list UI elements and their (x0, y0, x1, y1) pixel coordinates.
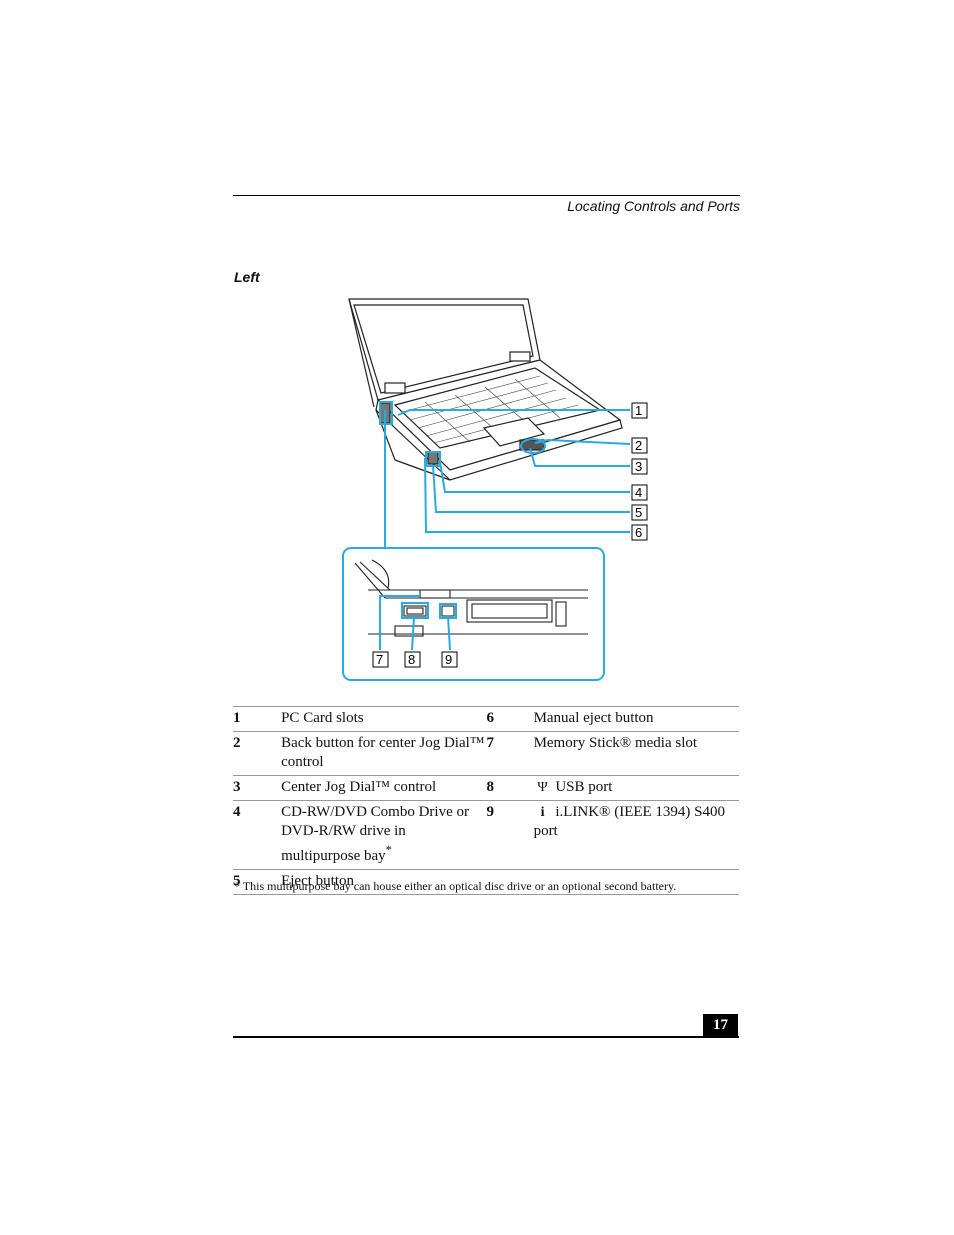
svg-text:9: 9 (445, 652, 452, 667)
legend-number: 2 (233, 735, 241, 751)
usb-icon: Ψ (537, 780, 548, 795)
footer-rule (233, 1036, 739, 1038)
footnote-marker: * (385, 843, 392, 857)
legend-number: 8 (486, 779, 494, 795)
legend-description: Center Jog Dial™ control (281, 779, 437, 795)
legend-description: PC Card slots (281, 710, 364, 726)
callout-1: 1 (631, 402, 648, 419)
legend-table: 1 PC Card slots 6 Manual eject button 2 … (233, 706, 739, 895)
legend-description: i.LINK® (IEEE 1394) S400 port (533, 804, 726, 839)
legend-number: 3 (233, 779, 241, 795)
callout-4: 4 (631, 484, 648, 501)
legend-description: USB port (555, 779, 613, 795)
legend-number: 7 (486, 735, 494, 751)
legend-row: 2 Back button for center Jog Dial™ contr… (233, 731, 739, 776)
legend-description: Memory Stick® media slot (533, 735, 698, 751)
callout-5: 5 (631, 504, 648, 521)
svg-text:5: 5 (635, 505, 642, 520)
header-rule (233, 195, 740, 196)
page-number: 17 (703, 1014, 738, 1036)
legend-description: Manual eject button (533, 710, 654, 726)
legend-number: 6 (486, 710, 494, 726)
callout-9: 9 (441, 651, 458, 668)
callout-3: 3 (631, 458, 648, 475)
ilink-icon: i (540, 805, 545, 820)
legend-row: 1 PC Card slots 6 Manual eject button (233, 706, 739, 732)
legend-number: 9 (486, 804, 494, 820)
legend-description: Back button for center Jog Dial™ control (281, 735, 485, 770)
legend-row: 5 Eject button (233, 869, 739, 895)
svg-text:4: 4 (635, 485, 642, 500)
running-header: Locating Controls and Ports (567, 198, 740, 214)
svg-text:7: 7 (376, 652, 383, 667)
svg-text:3: 3 (635, 459, 642, 474)
legend-number: 5 (233, 873, 241, 889)
inset-detail (342, 547, 605, 681)
callout-2: 2 (631, 437, 648, 454)
svg-text:6: 6 (635, 525, 642, 540)
footnote: * This multipurpose bay can house either… (234, 879, 677, 893)
laptop-illustration (348, 298, 623, 481)
legend-description: Eject button (281, 873, 354, 889)
legend-row: 3 Center Jog Dial™ control 8 Ψ USB port (233, 775, 739, 801)
callout-6: 6 (631, 524, 648, 541)
callout-8: 8 (404, 651, 421, 668)
section-label: Left (234, 269, 260, 285)
callout-leaders (379, 401, 631, 548)
svg-text:8: 8 (408, 652, 415, 667)
svg-text:2: 2 (635, 438, 642, 453)
laptop-left-view-figure: 1 2 3 4 5 6 (342, 298, 648, 681)
legend-row: 4 CD-RW/DVD Combo Drive or DVD-R/RW driv… (233, 800, 739, 870)
callout-7: 7 (372, 651, 389, 668)
legend-description: CD-RW/DVD Combo Drive or DVD-R/RW drive … (281, 804, 469, 864)
legend-number: 4 (233, 804, 241, 820)
svg-text:1: 1 (635, 403, 642, 418)
legend-number: 1 (233, 710, 241, 726)
